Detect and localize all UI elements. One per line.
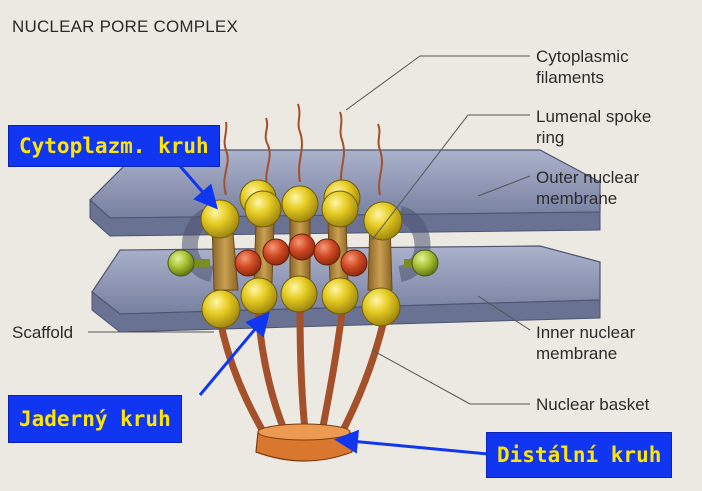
nuclear-basket-filaments: [220, 310, 384, 440]
label-scaffold: Scaffold: [12, 322, 73, 343]
label-inner-nuclear-membrane: Inner nuclear membrane: [536, 322, 635, 364]
distal-ring: [256, 424, 352, 461]
label-nuclear-basket: Nuclear basket: [536, 394, 649, 415]
callout-distal-ring: Distální kruh: [486, 432, 672, 478]
label-lumenal-spoke-ring: Lumenal spoke ring: [536, 106, 651, 148]
callout-cytoplasmic-ring: Cytoplazm. kruh: [8, 125, 220, 167]
figure-title: NUCLEAR PORE COMPLEX: [12, 16, 238, 37]
label-cytoplasmic-filaments: Cytoplasmic filaments: [536, 46, 629, 88]
callout-nuclear-ring: Jaderný kruh: [8, 395, 182, 443]
label-outer-nuclear-membrane: Outer nuclear membrane: [536, 167, 639, 209]
